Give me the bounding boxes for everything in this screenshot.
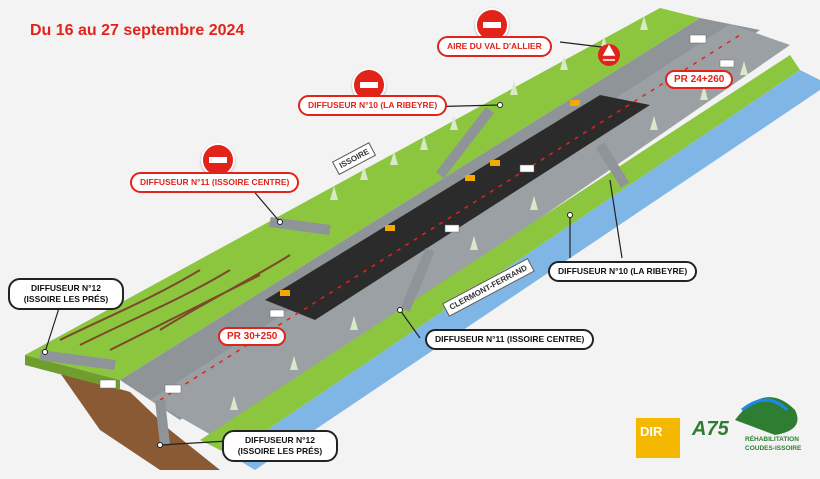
a75-subtitle-2: COUDES-ISSOIRE [745, 445, 802, 452]
label-diffuseur11-bottom: DIFFUSEUR N°11 (ISSOIRE CENTRE) [425, 329, 595, 350]
label-aire-val-allier: AIRE DU VAL D'ALLIER [437, 36, 552, 57]
grass-east [200, 55, 800, 455]
a75-emblem [735, 397, 798, 435]
lane-marking [159, 34, 741, 401]
a75-logo-text: A75 [692, 418, 729, 440]
closed-section [265, 95, 650, 320]
rest-area-icon [598, 44, 620, 66]
label-diffuseur10-top: DIFFUSEUR N°10 (LA RIBEYRE) [298, 95, 448, 116]
label-diffuseur12-top: DIFFUSEUR N°12 (ISSOIRE LES PRÉS) [8, 278, 124, 310]
ramp-11-east [400, 248, 435, 312]
grass-west [25, 8, 700, 380]
no-entry-icon [201, 143, 235, 177]
dir-logo: DIR [636, 418, 680, 458]
a75-subtitle-1: RÉHABILITATION [745, 436, 799, 443]
ramp-12-east [155, 399, 170, 446]
page-title: Du 16 au 27 septembre 2024 [30, 22, 245, 39]
vehicles [99, 34, 735, 394]
pr-north-marker: PR 24+260 [665, 70, 734, 89]
ramp-10-east [595, 142, 630, 188]
ramp-12-west [39, 350, 116, 370]
dir-logo-text: DIR [640, 424, 663, 439]
carriageway-south [150, 24, 790, 440]
grass-west-edge [25, 355, 120, 390]
soil-layer [25, 362, 220, 470]
ramp-10-west [436, 106, 494, 179]
construction-machines [280, 100, 580, 296]
label-diffuseur12-bottom: DIFFUSEUR N°12 (ISSOIRE LES PRÉS) [222, 430, 338, 462]
pr-south-marker: PR 30+250 [218, 327, 287, 346]
label-diffuseur11-top: DIFFUSEUR N°11 (ISSOIRE CENTRE) [130, 172, 300, 193]
hill-terraces [59, 254, 291, 351]
label-diffuseur10-bottom: DIFFUSEUR N°10 (LA RIBEYRE) [548, 261, 698, 282]
leader-dots [42, 102, 573, 448]
